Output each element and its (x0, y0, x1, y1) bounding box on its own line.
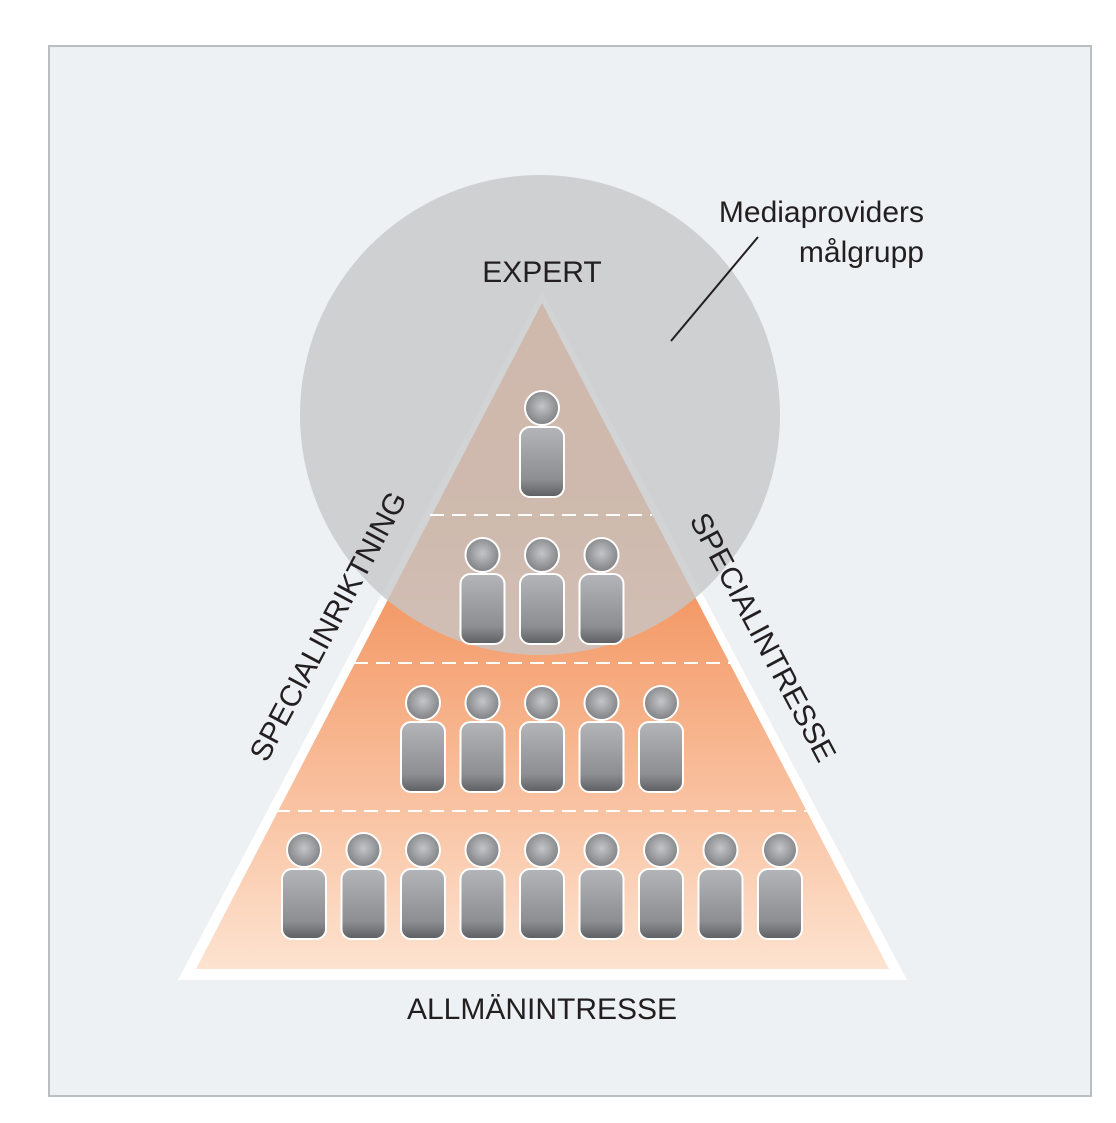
person-icon (697, 832, 744, 940)
person-icon (519, 832, 565, 940)
person-icon (638, 685, 684, 793)
person-icon (578, 537, 625, 645)
person-icon (519, 390, 565, 498)
annotation-malgrupp: målgrupp (799, 236, 924, 269)
person-icon (519, 685, 565, 793)
person-icon (578, 685, 625, 793)
person-icon (459, 537, 506, 645)
person-icon (459, 832, 506, 940)
person-icon (281, 832, 327, 940)
person-icon (638, 832, 684, 940)
people-groups (281, 390, 803, 940)
person-icon (757, 832, 803, 940)
row-dividers (276, 514, 810, 812)
label-expert: EXPERT (482, 256, 602, 289)
person-icon (400, 685, 446, 793)
person-icon (400, 832, 446, 940)
person-icon (519, 537, 565, 645)
person-icon (578, 832, 625, 940)
person-icon (459, 685, 506, 793)
person-icon (340, 832, 387, 940)
annotation-mediaproviders: Mediaproviders (719, 196, 924, 229)
annotation-pointer-line (670, 236, 759, 342)
label-allmanintresse: ALLMÄNINTRESSE (407, 993, 677, 1026)
